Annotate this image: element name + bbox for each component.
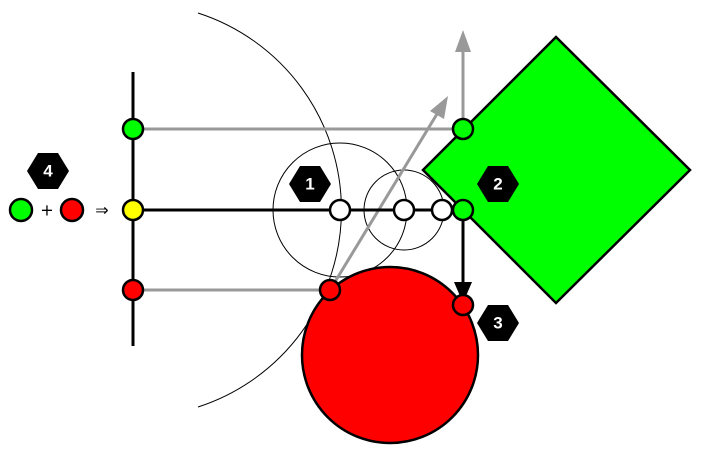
hex-badge-1: 1 — [289, 166, 331, 202]
node-red-axis — [121, 278, 145, 302]
badge-label-1: 1 — [305, 175, 314, 194]
node-white-3 — [430, 198, 454, 222]
node-red-left — [318, 278, 342, 302]
legend-implies-arrow: ⇒ — [95, 201, 108, 220]
black-arrowhead — [454, 282, 472, 303]
gray-arrow-diagonal — [328, 113, 439, 291]
legend-green-node — [8, 197, 34, 223]
gray-arrowhead-diagonal — [430, 96, 448, 119]
legend-plus: + — [40, 201, 53, 220]
gray-arrowhead-vertical — [455, 30, 471, 52]
node-green-top — [451, 117, 475, 141]
node-white-2 — [392, 198, 416, 222]
red-circle — [300, 265, 480, 445]
node-yellow-axis — [121, 198, 145, 222]
node-green-mid — [451, 198, 475, 222]
node-white-1 — [328, 198, 352, 222]
node-green-axis — [121, 117, 145, 141]
badge-label-4: 4 — [43, 162, 53, 181]
node-red-right — [451, 293, 475, 317]
badge-label-3: 3 — [493, 314, 502, 333]
badge-label-2: 2 — [493, 175, 502, 194]
hex-badge-2: 2 — [477, 166, 519, 202]
hex-badge-4: 4 — [27, 153, 69, 189]
hex-badge-3: 3 — [477, 305, 519, 341]
legend-red-node — [59, 197, 85, 223]
